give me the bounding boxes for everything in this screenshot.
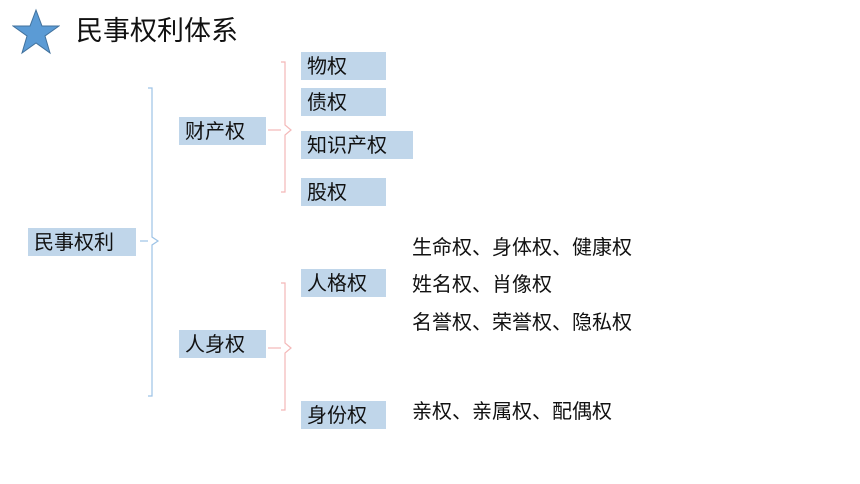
node-root: 民事权利 [28,228,136,256]
star-icon [12,8,60,55]
node-equity-rights: 股权 [301,178,386,206]
detail-personality-1: 生命权、身体权、健康权 [412,235,632,259]
node-personality-rights: 人格权 [301,269,386,297]
detail-status-1: 亲权、亲属权、配偶权 [412,399,612,423]
node-real-rights: 物权 [301,52,386,80]
node-ip-rights: 知识产权 [301,131,413,159]
node-property-rights: 财产权 [179,117,266,145]
property-brace [281,61,292,193]
detail-personality-2: 姓名权、肖像权 [412,272,552,296]
node-creditor-rights: 债权 [301,88,386,116]
personal-brace [281,282,292,411]
node-status-rights: 身份权 [301,401,386,429]
root-brace [148,87,160,397]
detail-personality-3: 名誉权、荣誉权、隐私权 [412,310,632,334]
node-personal-rights: 人身权 [179,330,266,358]
page-title: 民事权利体系 [76,16,238,47]
header: 民事权利体系 [12,8,412,56]
